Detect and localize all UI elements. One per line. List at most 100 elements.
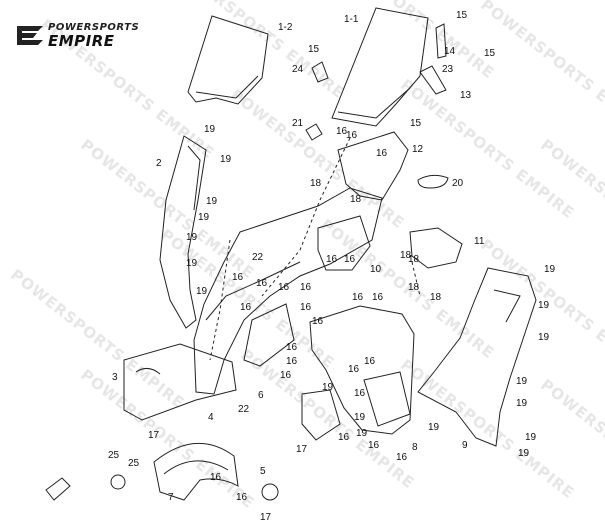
callout-number: 16 [338, 432, 350, 443]
callout-number: 19 [538, 300, 550, 311]
callout-number: 15 [484, 48, 496, 59]
callout-number: 16 [286, 356, 298, 367]
callout-number: 16 [354, 388, 366, 399]
callout-number: 18 [408, 254, 420, 265]
callout-number: 17 [148, 430, 160, 441]
callout-number: 17 [296, 444, 308, 455]
callout-number: 16 [232, 272, 244, 283]
callout-number: 16 [376, 148, 388, 159]
callout-number: 19 [220, 154, 232, 165]
callout-number: 16 [312, 316, 324, 327]
callout-number: 16 [372, 292, 384, 303]
callout-number: 19 [186, 258, 198, 269]
brand-line1: POWERSPORTS [48, 22, 140, 33]
part-8 [309, 305, 415, 435]
callout-number: 16 [256, 278, 268, 289]
part-bracket-14 [435, 23, 447, 59]
callout-number: 16 [286, 342, 298, 353]
callout-number: 15 [456, 10, 468, 21]
callout-number: 16 [210, 472, 222, 483]
callout-number: 19 [538, 332, 550, 343]
part-12 [337, 131, 409, 201]
callout-number: 18 [310, 178, 322, 189]
callout-number: 10 [370, 264, 382, 275]
callout-number: 19 [322, 382, 334, 393]
callout-number: 16 [348, 364, 360, 375]
brand-logo: POWERSPORTS EMPIRE [14, 20, 139, 54]
callout-number: 19 [198, 212, 210, 223]
part-bracket-13 [419, 65, 447, 95]
callout-number: 16 [236, 492, 248, 503]
callout-number: 5 [260, 466, 266, 477]
callout-number: 19 [516, 376, 528, 387]
callout-number: 15 [308, 44, 320, 55]
callout-number: 22 [238, 404, 250, 415]
part-25-left [110, 474, 126, 490]
callout-number: 18 [350, 194, 362, 205]
callout-number: 20 [452, 178, 464, 189]
callout-number: 19 [428, 422, 440, 433]
callout-number: 19 [196, 286, 208, 297]
part-11 [409, 227, 463, 269]
callout-number: 19 [356, 428, 368, 439]
part-5-fender [153, 443, 239, 501]
part-bracket-21 [305, 123, 323, 141]
callout-number: 19 [525, 432, 537, 443]
part-8-mesh [363, 371, 411, 427]
part-windshield-small [187, 15, 269, 105]
callout-number: 1-2 [278, 22, 293, 33]
callout-number: 21 [292, 118, 304, 129]
part-badge [45, 477, 71, 501]
callout-number: 16 [278, 282, 290, 293]
callout-number: 16 [364, 356, 376, 367]
part-bracket-24 [311, 61, 329, 83]
callout-number: 17 [260, 512, 272, 523]
part-6-grille [243, 303, 295, 367]
part-10 [317, 215, 371, 271]
callout-number: 8 [412, 442, 418, 453]
callout-number: 18 [400, 250, 412, 261]
callout-number: 18 [430, 292, 442, 303]
callout-number: 19 [186, 232, 198, 243]
callout-number: 16 [300, 302, 312, 313]
callout-number: 16 [280, 370, 292, 381]
callout-number: 16 [344, 254, 356, 265]
part-20 [417, 174, 449, 189]
callout-number: 1-1 [344, 14, 359, 25]
callout-number: 12 [412, 144, 424, 155]
brand-emblem-icon [17, 26, 43, 45]
callout-number: 16 [336, 126, 348, 137]
callout-number: 19 [204, 124, 216, 135]
callout-number: 19 [516, 398, 528, 409]
callout-number: 25 [128, 458, 140, 469]
callout-number: 16 [326, 254, 338, 265]
callout-number: 24 [292, 64, 304, 75]
callout-number: 16 [346, 130, 358, 141]
callout-number: 7 [168, 492, 174, 503]
callout-number: 15 [410, 118, 422, 129]
callout-number: 18 [408, 282, 420, 293]
callout-number: 16 [368, 440, 380, 451]
callout-number: 16 [352, 292, 364, 303]
part-front-body [193, 187, 383, 395]
part-3 [123, 343, 237, 421]
callout-number: 3 [112, 372, 118, 383]
part-9 [417, 267, 537, 447]
callout-number: 13 [460, 90, 472, 101]
callout-number: 6 [258, 390, 264, 401]
part-7 [301, 389, 341, 441]
part-windshield-large [331, 7, 429, 127]
callout-number: 16 [396, 452, 408, 463]
callout-number: 25 [108, 450, 120, 461]
callout-number: 22 [252, 252, 264, 263]
callout-number: 16 [300, 282, 312, 293]
brand-line2: EMPIRE [48, 32, 115, 50]
callout-number: 9 [462, 440, 468, 451]
callout-number: 19 [354, 412, 366, 423]
callout-number: 2 [156, 158, 162, 169]
callout-number: 19 [544, 264, 556, 275]
callout-number: 11 [474, 236, 485, 247]
callout-number: 14 [444, 46, 456, 57]
